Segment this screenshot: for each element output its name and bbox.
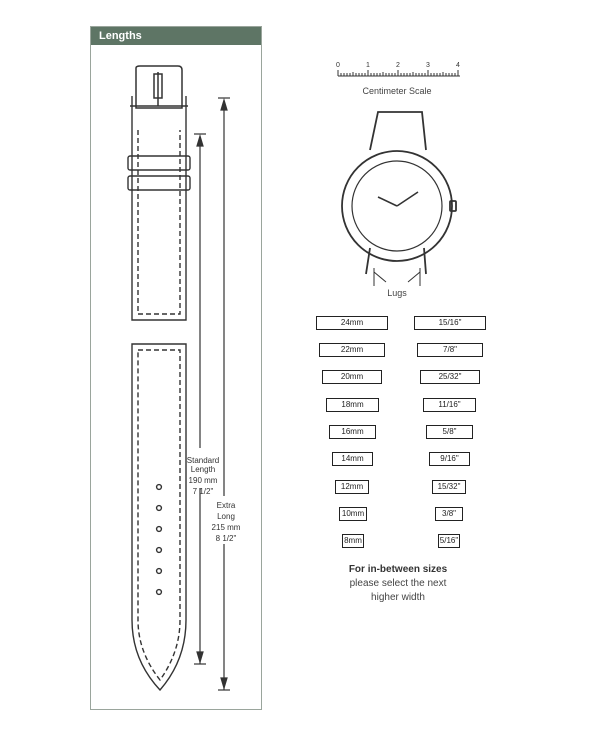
size-inch-5-8: 5/8" xyxy=(426,425,473,439)
lengths-panel-title: Lengths xyxy=(91,27,261,45)
standard-length-arrow xyxy=(194,133,206,665)
lengths-panel: Lengths xyxy=(90,26,262,710)
svg-text:Length: Length xyxy=(191,465,215,474)
svg-text:1: 1 xyxy=(366,62,370,69)
svg-text:215 mm: 215 mm xyxy=(212,523,241,532)
centimeter-scale xyxy=(337,70,460,77)
svg-text:4: 4 xyxy=(456,62,460,69)
buckle-icon xyxy=(130,65,188,109)
in-between-sizes-line2: higher width xyxy=(371,592,425,603)
strap-hole xyxy=(155,483,163,491)
svg-text:7 1/2": 7 1/2" xyxy=(193,487,214,496)
size-mm-20: 20mm xyxy=(322,370,382,384)
size-inch-5-16: 5/16" xyxy=(438,534,460,548)
size-mm-12: 12mm xyxy=(335,480,369,494)
in-between-sizes-line1: please select the next xyxy=(349,578,447,589)
strap-buckle-side xyxy=(127,96,191,321)
svg-text:Standard: Standard xyxy=(187,456,219,465)
svg-text:Extra: Extra xyxy=(217,501,236,510)
svg-text:3: 3 xyxy=(426,62,430,69)
extra-long-arrow xyxy=(218,97,230,691)
strap-hole xyxy=(155,504,163,512)
svg-text:8 1/2": 8 1/2" xyxy=(216,534,237,543)
size-inch-15-32: 15/32" xyxy=(432,480,466,494)
size-inch-3-8: 3/8" xyxy=(435,507,463,521)
svg-text:190 mm: 190 mm xyxy=(189,476,218,485)
in-between-sizes-heading: For in-between sizes xyxy=(348,564,448,575)
strap-hole xyxy=(155,588,163,596)
size-mm-8: 8mm xyxy=(342,534,364,548)
svg-text:0: 0 xyxy=(336,62,340,69)
size-inch-9-16: 9/16" xyxy=(429,452,470,466)
strap-hole xyxy=(155,546,163,554)
size-mm-10: 10mm xyxy=(339,507,367,521)
strap-hole xyxy=(155,567,163,575)
size-mm-16: 16mm xyxy=(329,425,376,439)
standard-length-label: Standard Length 190 mm 7 1/2" xyxy=(187,456,219,496)
strap-hole xyxy=(155,525,163,533)
size-inch-15-16: 15/16" xyxy=(414,316,486,330)
size-inch-11-16: 11/16" xyxy=(423,398,476,412)
lugs-indicator xyxy=(373,268,421,286)
svg-text:2: 2 xyxy=(396,62,400,69)
size-mm-14: 14mm xyxy=(332,452,373,466)
size-mm-22: 22mm xyxy=(319,343,385,357)
scale-tick-labels: 0 1 2 3 4 xyxy=(336,62,460,69)
extra-long-label: Extra Long 215 mm 8 1/2" xyxy=(212,501,241,543)
watch-icon xyxy=(341,111,457,275)
svg-text:Long: Long xyxy=(217,512,235,521)
size-inch-7-8: 7/8" xyxy=(417,343,483,357)
lugs-label: Lugs xyxy=(387,288,407,298)
size-mm-24: 24mm xyxy=(316,316,388,330)
size-mm-18: 18mm xyxy=(326,398,379,412)
strap-tip-side xyxy=(131,343,187,692)
size-inch-25-32: 25/32" xyxy=(420,370,480,384)
scale-label: Centimeter Scale xyxy=(362,86,431,96)
